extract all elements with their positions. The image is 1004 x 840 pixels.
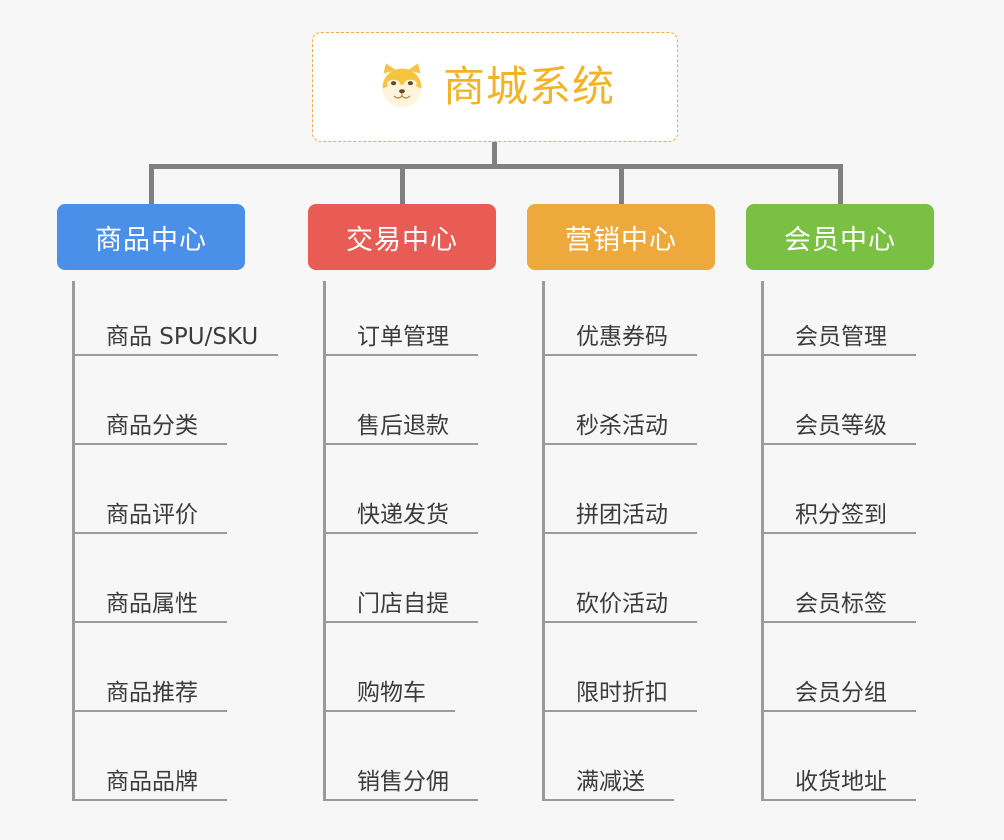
leaf-label: 限时折扣 (576, 680, 668, 706)
leaf-underline (542, 799, 674, 801)
leaf-underline (323, 799, 478, 801)
leaf-underline (323, 354, 478, 356)
leaf-label: 商品评价 (106, 502, 198, 528)
leaf-label: 优惠券码 (576, 324, 668, 350)
category-label: 营销中心 (565, 224, 677, 256)
connector-drop-member-center (838, 164, 843, 206)
leaf-label: 拼团活动 (576, 502, 668, 528)
category-box-trade-center[interactable]: 交易中心 (308, 204, 496, 270)
leaf-underline (72, 710, 227, 712)
leaf-underline (542, 621, 697, 623)
leaf-underline (72, 621, 227, 623)
connector-drop-trade-center (400, 164, 405, 206)
leaf-underline (72, 443, 227, 445)
shiba-dog-face-icon (375, 60, 429, 114)
leaf-label: 满减送 (576, 769, 645, 795)
leaf-underline (761, 710, 916, 712)
leaf-label: 销售分佣 (357, 769, 449, 795)
leaf-label: 会员分组 (795, 680, 887, 706)
connector-drop-product-center (149, 164, 154, 206)
leaf-label: 商品 SPU/SKU (106, 324, 259, 350)
leaf-label: 积分签到 (795, 502, 887, 528)
column-spine (761, 281, 764, 801)
leaf-underline (761, 354, 916, 356)
category-box-product-center[interactable]: 商品中心 (57, 204, 245, 270)
category-label: 交易中心 (346, 224, 458, 256)
leaf-label: 售后退款 (357, 413, 449, 439)
leaf-label: 会员等级 (795, 413, 887, 439)
leaf-underline (542, 710, 697, 712)
column-spine (542, 281, 545, 801)
category-box-member-center[interactable]: 会员中心 (746, 204, 934, 270)
connector-root-drop (492, 142, 497, 169)
leaf-underline (323, 532, 478, 534)
leaf-underline (323, 710, 455, 712)
leaf-underline (323, 621, 478, 623)
leaf-label: 购物车 (357, 680, 426, 706)
category-label: 商品中心 (95, 224, 207, 256)
leaf-label: 收货地址 (795, 769, 887, 795)
root-title: 商城系统 (442, 62, 615, 111)
leaf-underline (72, 799, 227, 801)
leaf-label: 秒杀活动 (576, 413, 668, 439)
leaf-underline (542, 443, 697, 445)
leaf-label: 砍价活动 (576, 591, 668, 617)
leaf-underline (323, 443, 478, 445)
leaf-label: 商品推荐 (106, 680, 198, 706)
leaf-label: 商品品牌 (106, 769, 198, 795)
connector-horizontal-bus (149, 164, 842, 169)
column-spine (323, 281, 326, 801)
leaf-label: 会员标签 (795, 591, 887, 617)
leaf-underline (761, 443, 916, 445)
leaf-underline (72, 354, 278, 356)
leaf-underline (761, 799, 916, 801)
category-label: 会员中心 (784, 224, 896, 256)
leaf-label: 商品属性 (106, 591, 198, 617)
leaf-label: 订单管理 (357, 324, 449, 350)
category-box-marketing-center[interactable]: 营销中心 (527, 204, 715, 270)
leaf-underline (542, 354, 697, 356)
connector-drop-marketing-center (619, 164, 624, 206)
leaf-underline (72, 532, 227, 534)
leaf-underline (761, 621, 916, 623)
column-spine (72, 281, 75, 801)
leaf-label: 会员管理 (795, 324, 887, 350)
root-node-shop-system[interactable]: 商城系统 (312, 32, 678, 142)
leaf-underline (542, 532, 697, 534)
leaf-underline (761, 532, 916, 534)
leaf-label: 快递发货 (357, 502, 449, 528)
leaf-label: 门店自提 (357, 591, 449, 617)
leaf-label: 商品分类 (106, 413, 198, 439)
